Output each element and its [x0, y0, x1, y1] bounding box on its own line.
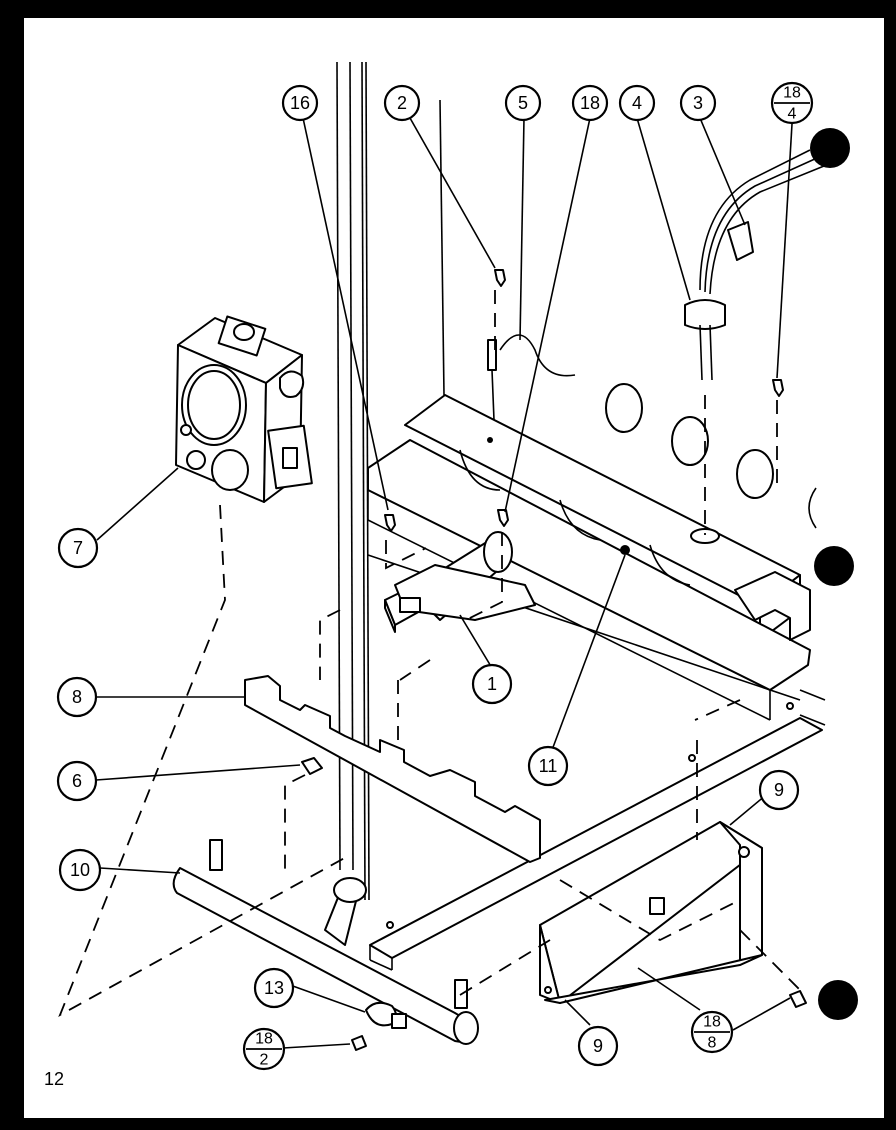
svg-text:18: 18 — [580, 93, 600, 113]
svg-text:3: 3 — [693, 93, 703, 113]
callout-13: 13 — [253, 967, 295, 1009]
svg-text:9: 9 — [593, 1036, 603, 1056]
callout-2: 2 — [383, 84, 421, 122]
callout-18-over-2: 18 2 — [242, 1027, 286, 1071]
callout-7: 7 — [57, 527, 99, 569]
fasteners — [301, 269, 807, 1051]
callout-16: 16 — [281, 84, 319, 122]
registration-mark-top — [810, 128, 850, 168]
callout-18-over-8: 18 8 — [690, 1010, 734, 1054]
svg-text:1: 1 — [487, 674, 497, 694]
svg-text:2: 2 — [397, 93, 407, 113]
callout-5: 5 — [504, 84, 542, 122]
lower-frame — [367, 554, 826, 971]
callout-10: 10 — [58, 848, 102, 892]
svg-text:8: 8 — [708, 1035, 717, 1052]
registration-mark-middle — [814, 546, 854, 586]
page-number: 12 — [44, 1069, 64, 1089]
svg-text:18: 18 — [703, 1014, 721, 1031]
upper-bracket-assembly — [367, 383, 817, 721]
svg-text:9: 9 — [774, 780, 784, 800]
svg-text:18: 18 — [783, 85, 801, 102]
gas-valve-box — [175, 315, 313, 503]
t-support-pipe — [172, 839, 479, 1045]
leader-lines — [95, 117, 793, 1049]
svg-text:8: 8 — [72, 687, 82, 707]
callout-8: 8 — [56, 676, 98, 718]
svg-text:7: 7 — [73, 538, 83, 558]
callout-4: 4 — [618, 84, 656, 122]
svg-text:11: 11 — [539, 756, 558, 776]
svg-text:10: 10 — [70, 860, 90, 880]
callout-11: 11 — [527, 745, 569, 787]
side-bracket-box — [539, 821, 763, 1004]
notched-bracket — [244, 675, 541, 863]
svg-text:2: 2 — [260, 1052, 269, 1069]
callout-9-upper: 9 — [758, 769, 800, 811]
callout-1: 1 — [471, 663, 513, 705]
wiring-parts — [487, 149, 825, 421]
callout-18-over-4: 18 4 — [770, 81, 814, 125]
callout-9-lower: 9 — [577, 1025, 619, 1067]
svg-text:6: 6 — [72, 771, 82, 791]
svg-text:16: 16 — [290, 93, 310, 113]
svg-text:4: 4 — [632, 93, 642, 113]
svg-text:4: 4 — [788, 106, 797, 123]
svg-text:13: 13 — [264, 978, 284, 998]
assembly-guide-lines — [58, 290, 801, 1018]
registration-mark-bottom — [818, 980, 858, 1020]
callout-3: 3 — [679, 84, 717, 122]
svg-text:5: 5 — [518, 93, 528, 113]
svg-text:18: 18 — [255, 1031, 273, 1048]
burner-bracket — [384, 531, 536, 633]
callout-6: 6 — [56, 760, 98, 802]
callout-18: 18 — [571, 84, 609, 122]
